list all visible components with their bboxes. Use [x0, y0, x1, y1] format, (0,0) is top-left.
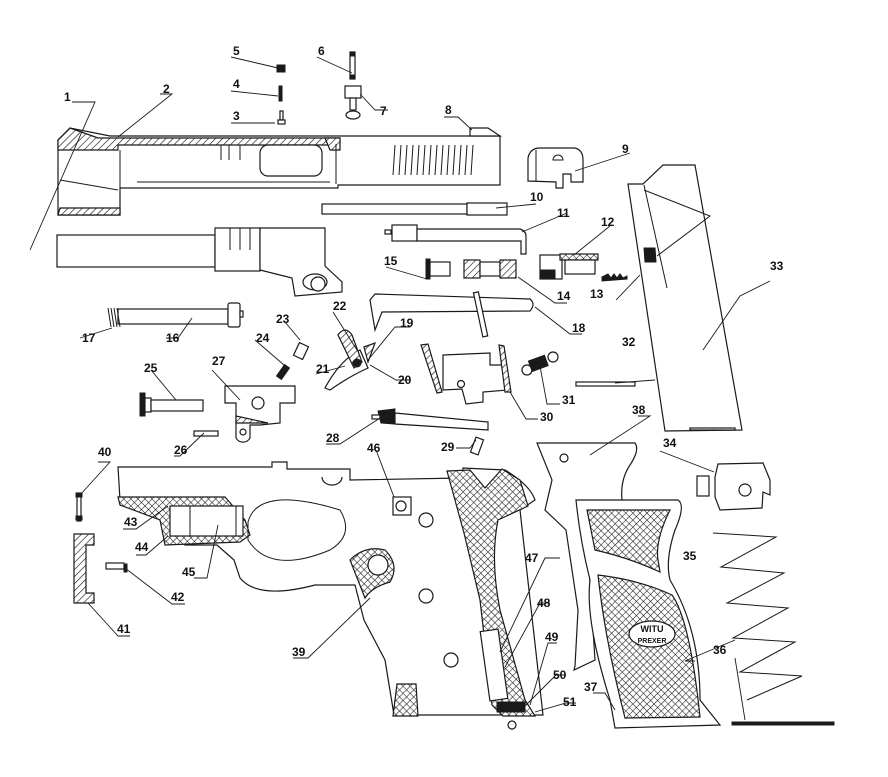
callout-33: 33	[770, 259, 784, 273]
callout-19: 19	[400, 316, 414, 330]
part-27-block	[224, 385, 296, 443]
callout-31: 31	[562, 393, 576, 407]
part-26-pin	[193, 430, 219, 437]
frame	[117, 461, 544, 730]
slide	[57, 127, 502, 216]
part-34-follower	[696, 462, 771, 511]
part-16-guide-rod	[117, 302, 244, 328]
part-30-lever	[420, 343, 512, 405]
part-33-magazine	[627, 164, 743, 432]
callout-9: 9	[622, 142, 629, 156]
callout-47: 47	[525, 551, 539, 565]
callout-6: 6	[318, 44, 325, 58]
part-14-spring	[463, 259, 517, 279]
callout-42: 42	[171, 590, 185, 604]
part-28-bar	[371, 408, 489, 431]
part-15-bushing	[425, 258, 451, 280]
callout-14: 14	[557, 289, 571, 303]
part-10-rod	[321, 202, 508, 216]
callout-45: 45	[182, 565, 196, 579]
callout-12: 12	[601, 215, 615, 229]
leader-lines	[29, 56, 771, 721]
callout-23: 23	[276, 312, 290, 326]
callout-4: 4	[233, 77, 240, 91]
part-5-block	[276, 64, 286, 73]
callout-46: 46	[367, 441, 381, 455]
callout-15: 15	[384, 254, 398, 268]
callout-50: 50	[553, 668, 567, 682]
callout-20: 20	[398, 373, 412, 387]
callout-36: 36	[713, 643, 727, 657]
callout-10: 10	[530, 190, 544, 204]
callout-27: 27	[212, 354, 226, 368]
callout-37: 37	[584, 680, 598, 694]
callout-30: 30	[540, 410, 554, 424]
callout-29: 29	[441, 440, 455, 454]
part-4-pin	[278, 85, 283, 102]
callout-32: 32	[622, 335, 636, 349]
callout-26: 26	[174, 443, 188, 457]
callout-44: 44	[135, 540, 149, 554]
callout-39: 39	[292, 645, 306, 659]
callout-22: 22	[333, 299, 347, 313]
callout-1: 1	[64, 90, 71, 104]
part-31-spring	[521, 351, 559, 376]
part-25-pin	[139, 392, 204, 417]
callout-41: 41	[117, 622, 131, 636]
part-37-grip-panel: WITU PREXER	[575, 499, 722, 729]
callout-28: 28	[326, 431, 340, 445]
callout-51: 51	[563, 695, 577, 709]
part-1-barrel	[56, 227, 343, 297]
callout-labels: 1 2 3 4 5 6 7 8 9 10 11 12 13 14 15 16 1…	[64, 44, 784, 709]
callout-35: 35	[683, 549, 697, 563]
callout-49: 49	[545, 630, 559, 644]
callout-17: 17	[82, 331, 96, 345]
part-36-baseplate	[731, 721, 835, 726]
callout-13: 13	[590, 287, 604, 301]
part-18-bar	[369, 291, 534, 338]
part-32-pin	[575, 381, 636, 387]
callout-2: 2	[163, 82, 170, 96]
part-35-magazine-spring	[712, 532, 803, 701]
slide-serrations	[392, 144, 474, 176]
callout-34: 34	[663, 436, 677, 450]
callout-38: 38	[632, 403, 646, 417]
part-13-spring	[601, 273, 628, 282]
callout-7: 7	[380, 104, 387, 118]
part-24-spring	[275, 363, 291, 381]
part-17-recoil-spring	[107, 307, 121, 328]
trigger-group	[324, 329, 377, 391]
callout-11: 11	[557, 206, 570, 220]
grip-logo-line1: WITU	[641, 624, 664, 634]
part-29-spring	[469, 436, 485, 456]
part-12-block	[539, 253, 599, 280]
callout-21: 21	[316, 362, 330, 376]
callout-40: 40	[98, 445, 112, 459]
part-6-spring	[349, 51, 356, 80]
part-40-pin	[75, 492, 83, 522]
part-3-pin	[277, 110, 286, 125]
part-42-pin	[105, 562, 128, 573]
callout-16: 16	[166, 331, 180, 345]
callout-8: 8	[445, 103, 452, 117]
grip-logo-line2: PREXER	[638, 638, 667, 645]
part-11-bar	[384, 224, 527, 255]
callout-5: 5	[233, 44, 240, 58]
callout-24: 24	[256, 331, 270, 345]
callout-3: 3	[233, 109, 240, 123]
part-23-block	[292, 341, 310, 361]
part-41-bar	[73, 533, 95, 604]
callout-25: 25	[144, 361, 158, 375]
callout-18: 18	[572, 321, 586, 335]
part-9-rear-sight	[527, 147, 584, 189]
callout-48: 48	[537, 596, 551, 610]
part-7-plunger	[344, 85, 362, 120]
callout-43: 43	[124, 515, 138, 529]
